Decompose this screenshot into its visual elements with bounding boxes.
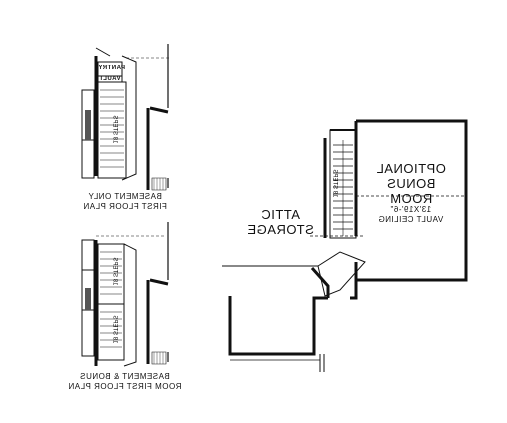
vault-label: VAULT [99,76,121,82]
plan-bottom-caption: BASEMENT & BONUS ROOM FIRST FLOOR PLAN [55,372,195,392]
plan-top-drawing [81,44,170,191]
plan-bottom-drawing [81,222,169,367]
main-stair-label: 18 STEPS [331,169,338,198]
plan-top-line1: BASEMENT ONLY [88,192,162,201]
plan-top-caption: BASEMENT ONLY FIRST FLOOR PLAN [60,192,190,212]
attic-line1: ATTIC [260,207,300,222]
attic-line2: STORAGE [246,222,314,237]
attic-opening [222,235,366,298]
plan-top-line2: FIRST FLOOR PLAN [83,202,167,211]
plan-top-stair-label: 18 STEPS [111,115,118,144]
plan-bottom-line2: ROOM FIRST FLOOR PLAN [68,382,182,391]
main-stair [323,129,357,239]
bonus-room-title-line1: OPTIONAL [376,161,446,176]
plan-bottom-stair-down-label: 18 STEPS [111,315,118,344]
plan-bottom-line1: BASEMENT & BONUS [79,372,171,381]
pantry-label: PANTRY [98,65,125,71]
bonus-room-title-line2: BONUS ROOM [386,176,436,206]
bonus-room-ceiling: VAULT CEILING [378,215,444,224]
bonus-room-title: OPTIONAL BONUS ROOM [366,161,456,206]
lower-walls [228,296,328,372]
bonus-room-dimensions: 13'X19'-6" [390,205,432,214]
plan-bottom-stair-up-label: 18 STEPS [111,257,118,286]
attic-storage-label: ATTIC STORAGE [240,207,320,237]
bonus-room-specs: 13'X19'-6" VAULT CEILING [366,205,456,225]
